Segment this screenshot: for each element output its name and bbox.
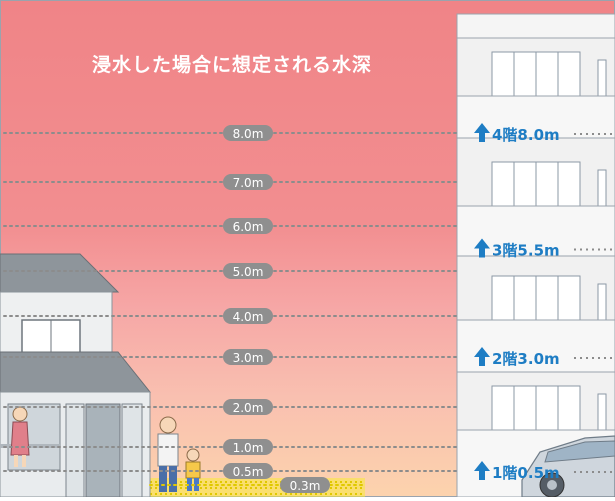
depth-label-1-0m: 1.0m (233, 441, 264, 455)
depth-label-4-0m: 4.0m (233, 310, 264, 324)
floor-marker-1: 1階0.5m (474, 461, 560, 482)
depth-pill-3-0m (223, 349, 273, 365)
floor-marker-2: 2階3.0m (474, 347, 560, 368)
person-child (185, 448, 201, 491)
depth-label-3-0m: 3.0m (233, 351, 264, 365)
floor-marker-label: 4階8.0m (492, 126, 560, 144)
up-arrow-icon (474, 347, 490, 366)
up-arrow-icon (474, 461, 490, 480)
depth-pill-4-0m (223, 308, 273, 324)
depth-label-0-5m: 0.5m (233, 465, 264, 479)
depth-levels: 8.0m 7.0m 6.0m 5.0m 4.0m 3.0m 2.0m 1.0m 0.5m 0.3m (3, 125, 458, 493)
floor-marker-3: 3階5.5m (474, 238, 560, 260)
depth-pill-5-0m (223, 263, 273, 279)
diagram-title: 浸水した場合に想定される水深 (92, 54, 373, 76)
up-arrow-icon (474, 238, 490, 258)
depth-pill-0-5m (223, 463, 273, 479)
depth-pill-1-0m (223, 439, 273, 455)
floor-marker-4: 4階8.0m (474, 123, 560, 144)
window-floor2 (491, 275, 607, 321)
ground-patch (150, 478, 365, 497)
floor-marker-label: 3階5.5m (492, 242, 560, 260)
window-floor1 (491, 385, 607, 431)
up-arrow-icon (474, 123, 490, 142)
depth-pill-2-0m (223, 399, 273, 415)
depth-label-5-0m: 5.0m (233, 265, 264, 279)
depth-label-7-0m: 7.0m (233, 176, 264, 190)
depth-pill-8-0m (223, 125, 273, 141)
depth-pill-6-0m (223, 218, 273, 234)
floor-marker-label: 1階0.5m (492, 464, 560, 482)
depth-label-2-0m: 2.0m (233, 401, 264, 415)
person-man (157, 416, 179, 492)
depth-pill-0-3m (280, 477, 330, 493)
floor-marker-label: 2階3.0m (492, 350, 560, 368)
window-floor4 (491, 51, 607, 97)
floor-markers: 4階8.0m 3階5.5m 2階3.0m 1階0.5m (474, 123, 615, 482)
depth-label-6-0m: 6.0m (233, 220, 264, 234)
depth-pill-7-0m (223, 174, 273, 190)
depth-label-8-0m: 8.0m (233, 127, 264, 141)
depth-label-0-3m: 0.3m (290, 479, 321, 493)
